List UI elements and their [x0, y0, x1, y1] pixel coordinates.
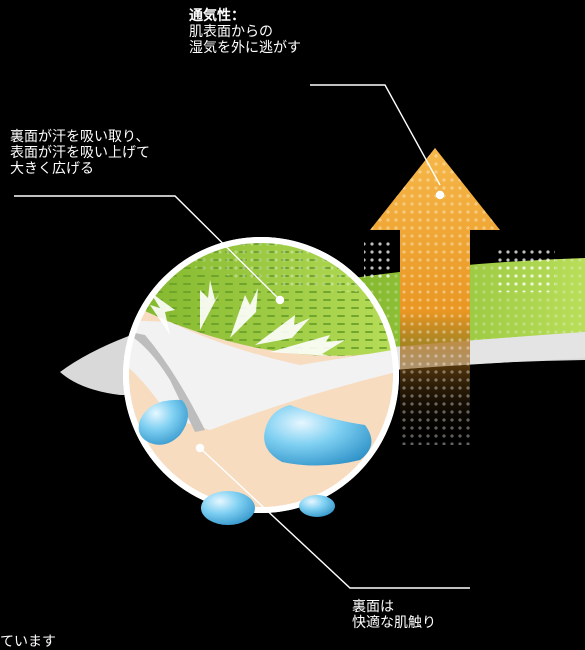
sweat-line1: 裏面が汗を吸い取り、	[10, 129, 150, 145]
sweat-line3: 大きく広げる	[10, 161, 94, 177]
sweat-line2: 表面が汗を吸い上げて	[10, 145, 150, 161]
upward-arrow-icon	[370, 148, 500, 445]
breathability-line1: 肌表面からの	[189, 24, 273, 40]
inner-line1: 裏面は	[352, 599, 394, 615]
cut-off-caption: ています	[0, 634, 56, 650]
vapor-dots	[364, 238, 555, 292]
sweat-wicking-label: 裏面が汗を吸い取り、 表面が汗を吸い上げて 大きく広げる	[10, 129, 150, 177]
leader-lines	[14, 84, 470, 589]
water-drop-icon	[138, 399, 372, 525]
inner-line2: 快適な肌触り	[352, 615, 436, 631]
wicking-arrows	[150, 280, 345, 356]
breathability-line2: 湿気を外に逃がす	[189, 40, 301, 56]
inner-surface-label: 裏面は 快適な肌触り	[352, 599, 436, 631]
breathability-label: 通気性： 肌表面からの 湿気を外に逃がす	[189, 8, 301, 56]
magnified-view	[123, 237, 399, 525]
breathability-title: 通気性：	[189, 8, 245, 24]
